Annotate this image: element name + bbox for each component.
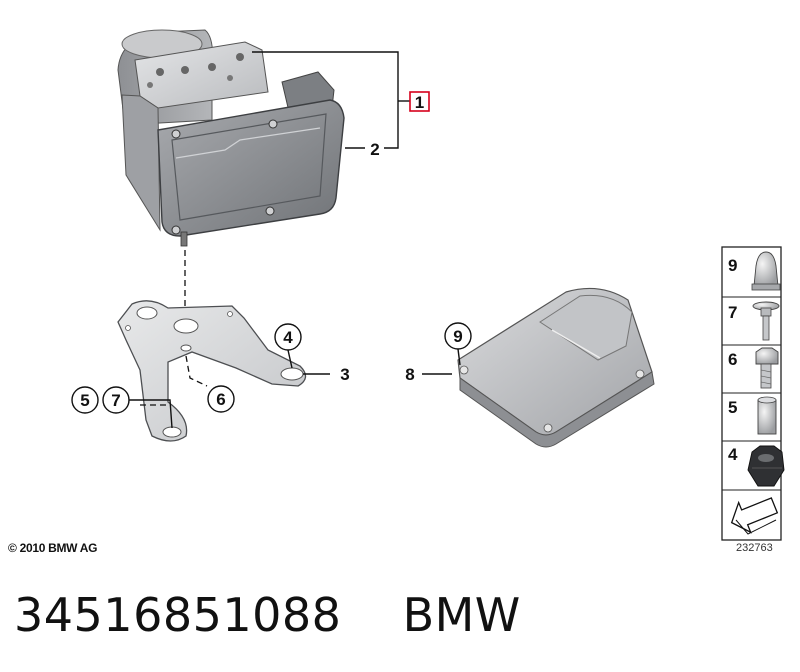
callout-8-label[interactable]: 8 [405,365,414,384]
legend-item-4[interactable]: 4 [728,445,785,487]
mounting-bracket [117,300,307,442]
callout-3-label[interactable]: 3 [340,365,349,384]
callout-2-label[interactable]: 2 [370,140,379,159]
legend-item-4-num: 4 [728,445,738,464]
bracket-axis-line [185,355,208,387]
abs-hydraulic-unit [117,29,345,247]
screw-icon [752,301,780,341]
callout-5-circle[interactable]: 5 [71,386,99,414]
leader-9 [457,348,461,366]
callout-5-label: 5 [80,391,89,410]
cap-nut-icon [751,251,781,291]
copyright-notice: © 2010 BMW AG [8,541,98,555]
leader-4 [287,349,293,369]
parts-legend: 9 7 6 [721,246,785,541]
callout-1-label: 1 [415,93,424,112]
direction-arrow-icon [730,497,779,535]
footer-caption: 34516851088 BMW [14,588,521,642]
callout-9-circle[interactable]: 9 [444,322,472,350]
callout-7-label: 7 [111,391,120,410]
callout-6-circle[interactable]: 6 [207,385,235,413]
legend-item-5[interactable]: 5 [728,396,777,435]
callout-1-box[interactable]: 1 [409,91,430,112]
legend-item-7[interactable]: 7 [728,301,780,341]
legend-item-6-num: 6 [728,350,737,369]
legend-item-9-num: 9 [728,256,737,275]
callout-9-label: 9 [453,327,462,346]
hex-bolt-icon [755,347,779,389]
diagram-id: 232763 [736,542,773,554]
legend-item-7-num: 7 [728,303,737,322]
bushing-icon [757,396,777,435]
leader-lines-1-2 [252,51,410,149]
legend-item-9[interactable]: 9 [728,251,781,291]
callout-7-circle[interactable]: 7 [102,386,130,414]
legend-item-6[interactable]: 6 [728,347,779,389]
grommet-icon [747,445,785,487]
callout-4-label: 4 [283,328,293,347]
part-number: 34516851088 [14,588,342,642]
leader-5-7 [129,399,173,429]
callout-4-circle[interactable]: 4 [274,323,302,351]
brand-name: BMW [402,588,521,642]
control-module [457,287,655,448]
callout-6-label: 6 [216,390,225,409]
legend-item-5-num: 5 [728,398,737,417]
